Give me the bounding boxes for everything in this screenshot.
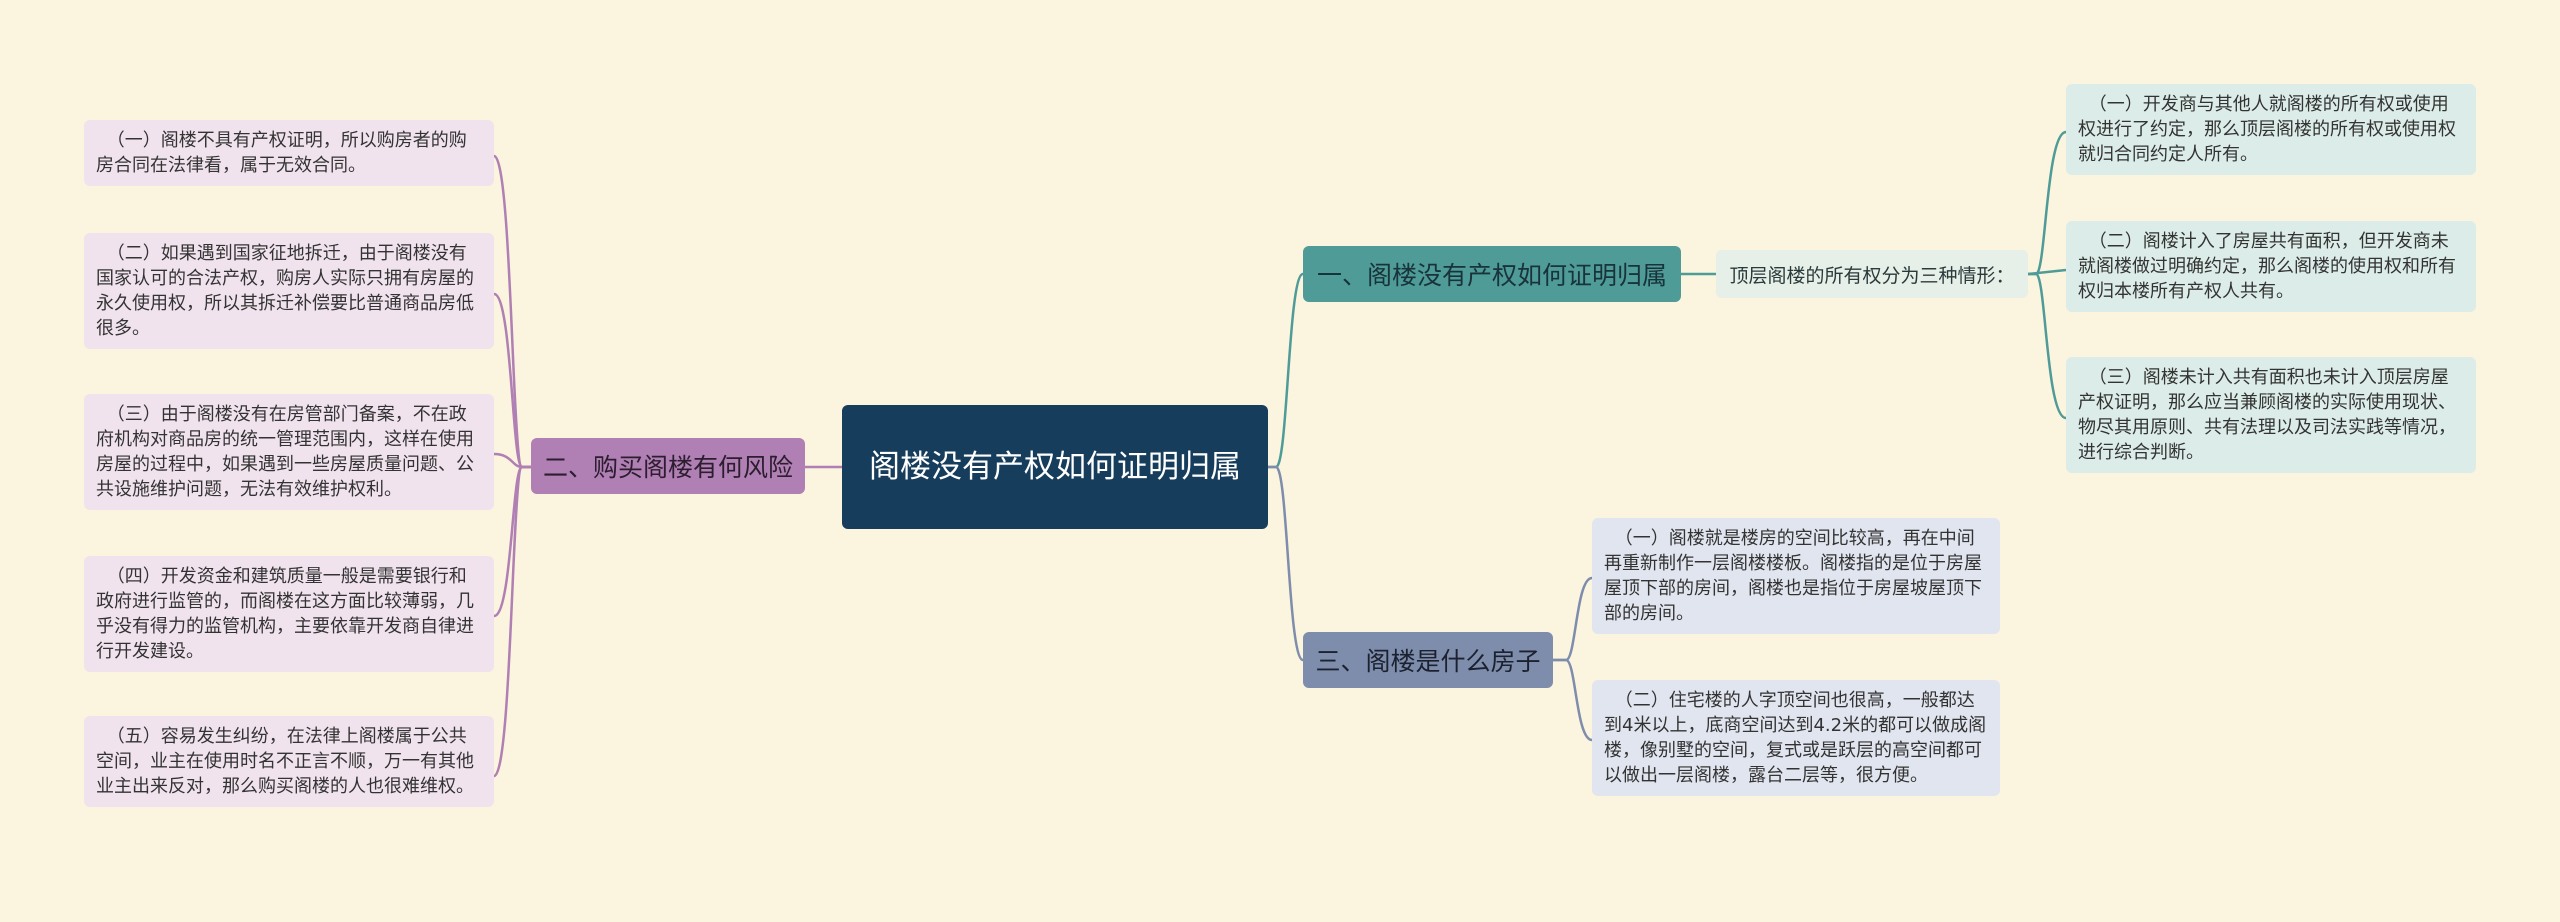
branch-topic-2-label: 二、购买阁楼有何风险	[542, 453, 793, 482]
leaf-2-4-text: （四）开发资金和建筑质量一般是需要银行和政府进行监管的，而阁楼在这方面比较薄弱，…	[96, 566, 474, 662]
leaf-1-1[interactable]: （一）开发商与其他人就阁楼的所有权或使用权进行了约定，那么顶层阁楼的所有权或使用…	[2066, 84, 2476, 175]
connector-branch3-leaf2	[1553, 658, 1593, 742]
leaf-3-1-text: （一）阁楼就是楼房的空间比较高，再在中间再重新制作一层阁楼楼板。阁楼指的是位于房…	[1604, 528, 1982, 624]
leaf-1-3[interactable]: （三）阁楼未计入共有面积也未计入顶层房屋产权证明，那么应当兼顾阁楼的实际使用现状…	[2066, 357, 2476, 473]
connector-branch2-leaf2	[493, 292, 531, 469]
branch-topic-2[interactable]: 二、购买阁楼有何风险	[531, 438, 805, 494]
connector-branch3-leaf1	[1553, 576, 1593, 662]
leaf-1-2[interactable]: （二）阁楼计入了房屋共有面积，但开发商未就阁楼做过明确约定，那么阁楼的使用权和所…	[2066, 221, 2476, 312]
connector-intro-leaf1	[2028, 130, 2067, 276]
leaf-1-2-text: （二）阁楼计入了房屋共有面积，但开发商未就阁楼做过明确约定，那么阁楼的使用权和所…	[2078, 231, 2456, 302]
connector-branch2-leaf1	[492, 154, 531, 469]
branch-topic-3[interactable]: 三、阁楼是什么房子	[1303, 632, 1553, 688]
leaf-2-2[interactable]: （二）如果遇到国家征地拆迁，由于阁楼没有国家认可的合法产权，购房人实际只拥有房屋…	[84, 233, 494, 349]
leaf-1-3-text: （三）阁楼未计入共有面积也未计入顶层房屋产权证明，那么应当兼顾阁楼的实际使用现状…	[2078, 367, 2456, 463]
leaf-2-1[interactable]: （一）阁楼不具有产权证明，所以购房者的购房合同在法律看，属于无效合同。	[84, 120, 494, 186]
leaf-3-2-text: （二）住宅楼的人字顶空间也很高，一般都达到4米以上，底商空间达到4.2米的都可以…	[1604, 690, 1987, 786]
connector-root-branch1	[1268, 272, 1305, 469]
branch-1-intro-label: 顶层阁楼的所有权分为三种情形：	[1729, 264, 2015, 287]
connector-branch2-leaf5	[492, 465, 531, 778]
leaf-2-3[interactable]: （三）由于阁楼没有在房管部门备案，不在政府机构对商品房的统一管理范围内，这样在使…	[84, 394, 494, 510]
leaf-2-5[interactable]: （五）容易发生纠纷，在法律上阁楼属于公共空间，业主在使用时名不正言不顺，万一有其…	[84, 716, 494, 807]
root-topic[interactable]: 阁楼没有产权如何证明归属	[842, 405, 1268, 529]
leaf-3-2[interactable]: （二）住宅楼的人字顶空间也很高，一般都达到4米以上，底商空间达到4.2米的都可以…	[1592, 680, 2000, 796]
leaf-2-3-text: （三）由于阁楼没有在房管部门备案，不在政府机构对商品房的统一管理范围内，这样在使…	[96, 404, 474, 500]
branch-topic-3-label: 三、阁楼是什么房子	[1315, 647, 1541, 676]
leaf-2-5-text: （五）容易发生纠纷，在法律上阁楼属于公共空间，业主在使用时名不正言不顺，万一有其…	[96, 726, 474, 797]
branch-topic-1[interactable]: 一、阁楼没有产权如何证明归属	[1303, 246, 1681, 302]
connector-root-branch3	[1268, 465, 1305, 662]
root-topic-label: 阁楼没有产权如何证明归属	[869, 449, 1241, 485]
leaf-2-4[interactable]: （四）开发资金和建筑质量一般是需要银行和政府进行监管的，而阁楼在这方面比较薄弱，…	[84, 556, 494, 672]
leaf-2-2-text: （二）如果遇到国家征地拆迁，由于阁楼没有国家认可的合法产权，购房人实际只拥有房屋…	[96, 243, 474, 339]
connector-intro-leaf3	[2028, 272, 2067, 420]
branch-1-intro[interactable]: 顶层阁楼的所有权分为三种情形：	[1716, 250, 2028, 298]
leaf-2-1-text: （一）阁楼不具有产权证明，所以购房者的购房合同在法律看，属于无效合同。	[96, 130, 467, 176]
branch-topic-1-label: 一、阁楼没有产权如何证明归属	[1316, 261, 1667, 290]
leaf-3-1[interactable]: （一）阁楼就是楼房的空间比较高，再在中间再重新制作一层阁楼楼板。阁楼指的是位于房…	[1592, 518, 2000, 634]
connector-branch2-leaf3	[493, 452, 531, 469]
leaf-1-1-text: （一）开发商与其他人就阁楼的所有权或使用权进行了约定，那么顶层阁楼的所有权或使用…	[2078, 94, 2456, 165]
